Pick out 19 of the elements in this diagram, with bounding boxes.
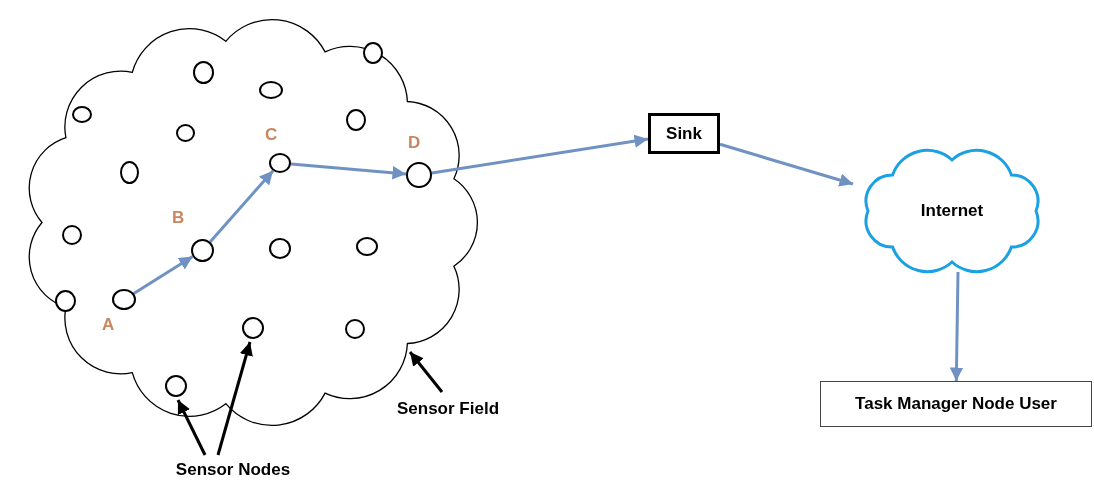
arrow — [208, 169, 275, 243]
arrow — [290, 162, 407, 180]
caption-text: Sensor Field — [383, 397, 513, 421]
arrow — [133, 255, 194, 295]
arrow — [949, 271, 964, 382]
sensor-node-circle — [363, 42, 383, 64]
leader-arrow — [176, 399, 207, 456]
user-box: Task Manager Node User — [820, 381, 1092, 427]
leader-arrow — [408, 351, 444, 393]
node-letter: D — [408, 133, 421, 153]
cloud-label: Internet — [920, 201, 984, 221]
arrow — [431, 134, 649, 175]
caption-text: Sensor Nodes — [158, 457, 308, 483]
leader-arrow — [216, 341, 253, 456]
node-letter: C — [265, 125, 278, 145]
node-letter: A — [102, 315, 115, 335]
node-letter: B — [172, 208, 185, 228]
sink-box: Sink — [648, 113, 720, 154]
arrow — [719, 142, 854, 187]
